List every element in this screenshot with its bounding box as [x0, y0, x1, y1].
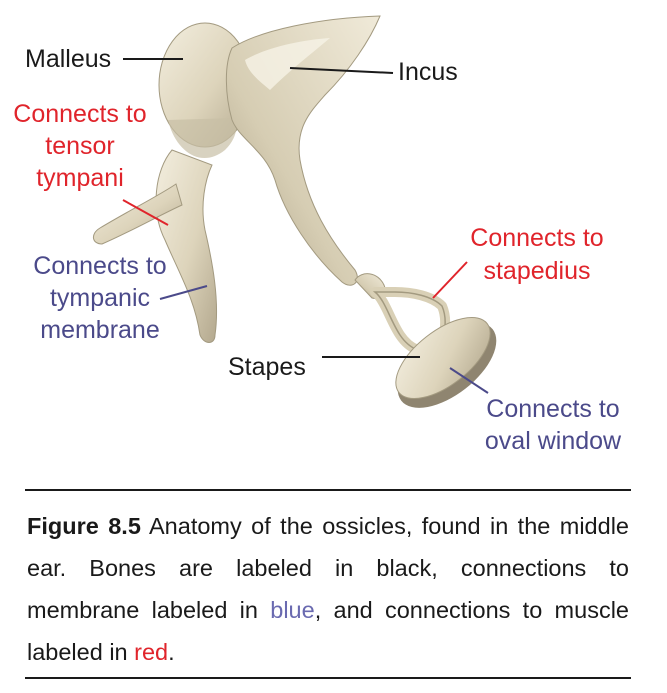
- caption-text-2: , and connections to muscle labeled in: [27, 597, 629, 665]
- stapedius-label-line2: stapedius: [483, 257, 590, 285]
- tympanic-label-line1: Connects to: [33, 252, 166, 280]
- oval-label-line1: Connects to: [486, 395, 619, 423]
- tympanic-label-line3: membrane: [40, 316, 160, 344]
- caption-text-1: Anatomy of the ossicles, found in the mi…: [27, 513, 629, 623]
- tympanic-label-line2: tympanic: [50, 284, 150, 312]
- incus-leader: [289, 67, 394, 74]
- tensor-leader: [122, 199, 169, 226]
- tensor-label-line1: Connects to: [13, 100, 146, 128]
- caption-blue-word: blue: [270, 597, 315, 623]
- ossicles-diagram: Malleus Incus Stapes Connects to tensor …: [13, 15, 622, 455]
- malleus-label: Malleus: [25, 45, 111, 73]
- tensor-label-line2: tensor: [45, 132, 114, 160]
- stapedius-leader: [432, 261, 468, 299]
- caption-text-3: .: [168, 639, 175, 665]
- stapedius-label-line1: Connects to: [470, 224, 603, 252]
- malleus-bone: [93, 22, 252, 343]
- stapes-bone: [354, 273, 497, 408]
- oval-label-line2: oval window: [485, 427, 622, 455]
- caption-red-word: red: [134, 639, 169, 665]
- tympanic-leader: [159, 285, 208, 300]
- caption-top-rule: [25, 489, 631, 491]
- tensor-label-line3: tympani: [36, 164, 124, 192]
- stapes-label: Stapes: [228, 353, 306, 381]
- caption-bottom-rule: [25, 677, 631, 679]
- figure-caption: Figure 8.5 Anatomy of the ossicles, foun…: [27, 505, 629, 673]
- figure-number: Figure 8.5: [27, 513, 141, 539]
- oval-leader: [449, 367, 489, 394]
- incus-bone: [225, 15, 381, 286]
- incus-label: Incus: [398, 58, 458, 86]
